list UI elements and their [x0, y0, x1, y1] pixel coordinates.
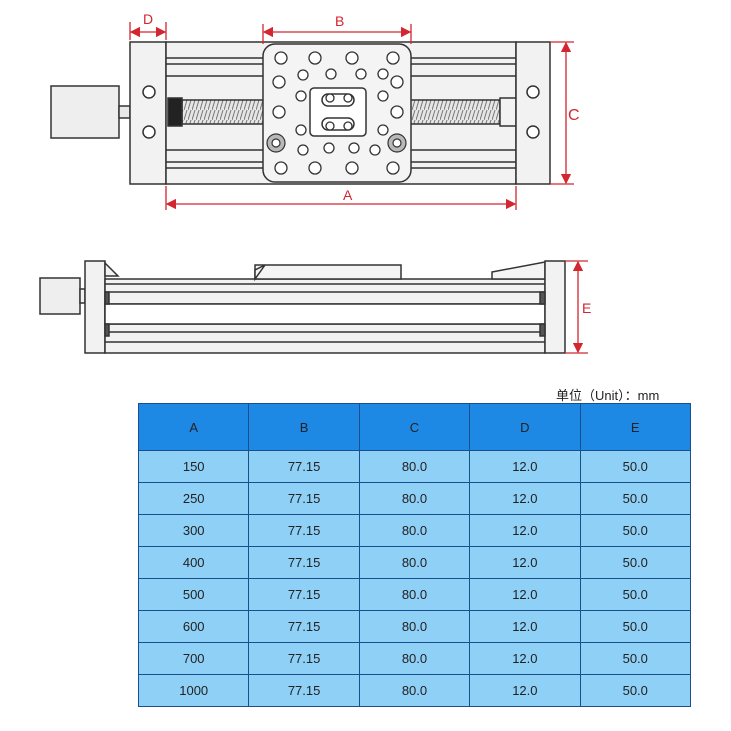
- table-header-cell: C: [358, 403, 471, 451]
- motor-shaft: [118, 105, 131, 119]
- table-cell: 400: [137, 546, 250, 579]
- table-cell: 12.0: [469, 514, 581, 547]
- right-plate-hole: [526, 125, 540, 139]
- table-header-cell: E: [579, 403, 691, 451]
- unit-note: 单位（Unit）：mm: [556, 388, 660, 403]
- dimension-a: [165, 186, 517, 210]
- table-header-cell: D: [469, 403, 581, 451]
- carriage-holes: [272, 51, 404, 175]
- table-cell: 80.0: [358, 546, 471, 579]
- table-cell: 50.0: [579, 546, 691, 579]
- table-cell: 500: [137, 578, 250, 611]
- table-cell: 77.15: [248, 546, 360, 579]
- table-cell: 80.0: [358, 450, 471, 483]
- dimension-b-label: B: [335, 13, 344, 29]
- side-left-end-plate: [84, 260, 106, 354]
- table-cell: 12.0: [469, 450, 581, 483]
- carriage-screws: [266, 133, 407, 153]
- table-cell: 50.0: [579, 578, 691, 611]
- table-cell: 12.0: [469, 642, 581, 675]
- table-cell: 50.0: [579, 514, 691, 547]
- table-cell: 77.15: [248, 674, 360, 707]
- table-cell: 50.0: [579, 642, 691, 675]
- top-view: [50, 41, 551, 185]
- table-cell: 77.15: [248, 578, 360, 611]
- lead-screw-left: [181, 99, 265, 125]
- motor-body: [50, 85, 120, 139]
- table-header-cell: A: [137, 403, 250, 451]
- left-end-plate: [129, 41, 167, 185]
- table-cell: 77.15: [248, 450, 360, 483]
- table-cell: 80.0: [358, 610, 471, 643]
- dimension-d-label: D: [143, 11, 153, 27]
- dimension-e-label: E: [582, 300, 591, 316]
- table-cell: 50.0: [579, 610, 691, 643]
- table-cell: 150: [137, 450, 250, 483]
- right-plate-hole: [526, 85, 540, 99]
- left-plate-hole: [142, 85, 156, 99]
- table-cell: 700: [137, 642, 250, 675]
- table-cell: 12.0: [469, 674, 581, 707]
- coupler-icon: [167, 97, 183, 127]
- table-header-row: A B C D E: [137, 403, 691, 451]
- table-cell: 80.0: [358, 482, 471, 515]
- table-cell: 12.0: [469, 610, 581, 643]
- dimension-d: [129, 22, 167, 40]
- table-cell: 80.0: [358, 578, 471, 611]
- table-cell: 80.0: [358, 674, 471, 707]
- side-right-wedge: [491, 261, 546, 280]
- table-cell: 300: [137, 514, 250, 547]
- table-cell: 50.0: [579, 450, 691, 483]
- table-cell: 80.0: [358, 514, 471, 547]
- table-cell: 600: [137, 610, 250, 643]
- side-right-end-plate: [544, 260, 566, 354]
- dimension-b: [262, 24, 412, 44]
- table-cell: 250: [137, 482, 250, 515]
- side-motor: [39, 277, 81, 315]
- table-cell: 50.0: [579, 674, 691, 707]
- table-cell: 12.0: [469, 546, 581, 579]
- table-cell: 12.0: [469, 578, 581, 611]
- table-cell: 77.15: [248, 514, 360, 547]
- dimension-c-label: C: [568, 107, 580, 124]
- table-cell: 80.0: [358, 642, 471, 675]
- table-cell: 1000: [137, 674, 250, 707]
- lead-screw-right: [409, 99, 501, 125]
- table-cell: 77.15: [248, 482, 360, 515]
- dimension-c: [550, 41, 574, 185]
- left-plate-hole: [142, 125, 156, 139]
- dimension-e: [565, 260, 588, 354]
- table-cell: 77.15: [248, 610, 360, 643]
- linear-actuator-drawing: D B C A: [39, 11, 591, 354]
- table-cell: 77.15: [248, 642, 360, 675]
- table-cell: 50.0: [579, 482, 691, 515]
- dimension-a-label: A: [343, 187, 353, 203]
- table-header-cell: B: [248, 403, 360, 451]
- table-cell: 12.0: [469, 482, 581, 515]
- right-end-plate: [515, 41, 551, 185]
- side-carriage: [254, 264, 402, 280]
- side-view: [39, 260, 566, 354]
